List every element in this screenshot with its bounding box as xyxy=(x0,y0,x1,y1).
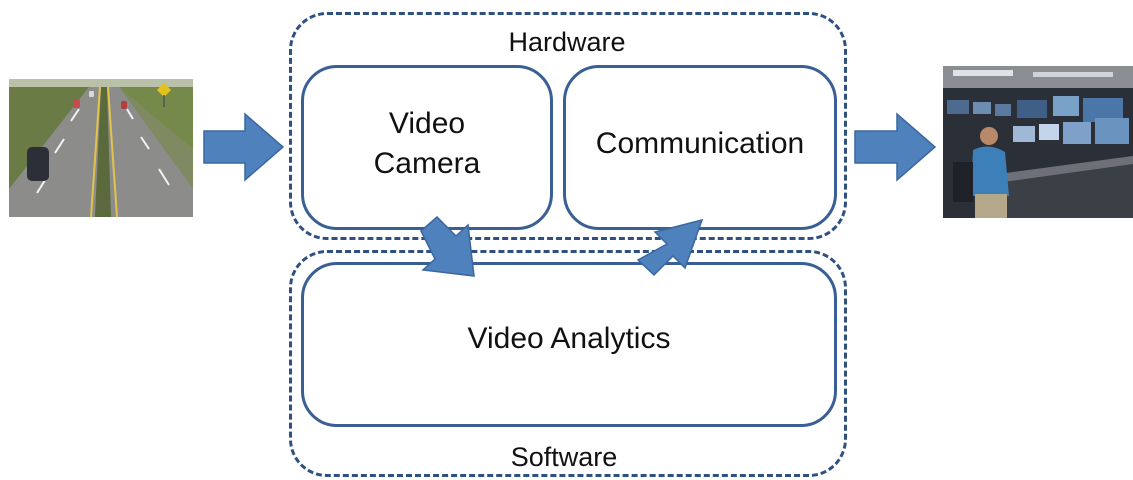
hardware-group xyxy=(289,12,847,240)
software-group xyxy=(289,250,847,477)
video-camera-box: Video Camera xyxy=(301,65,553,230)
traffic-control-center-photo xyxy=(943,66,1133,218)
highway-traffic-photo xyxy=(9,79,193,217)
software-group-label: Software xyxy=(510,442,618,472)
communication-box: Communication xyxy=(563,65,837,230)
video-analytics-label: Video Analytics xyxy=(467,321,671,355)
video-analytics-box: Video Analytics xyxy=(301,262,837,427)
video-camera-label: Video Camera xyxy=(373,106,481,180)
output-arrow xyxy=(854,112,937,182)
communication-label: Communication xyxy=(595,126,805,160)
hardware-group-label: Hardware xyxy=(508,27,626,57)
input-arrow xyxy=(203,112,285,182)
